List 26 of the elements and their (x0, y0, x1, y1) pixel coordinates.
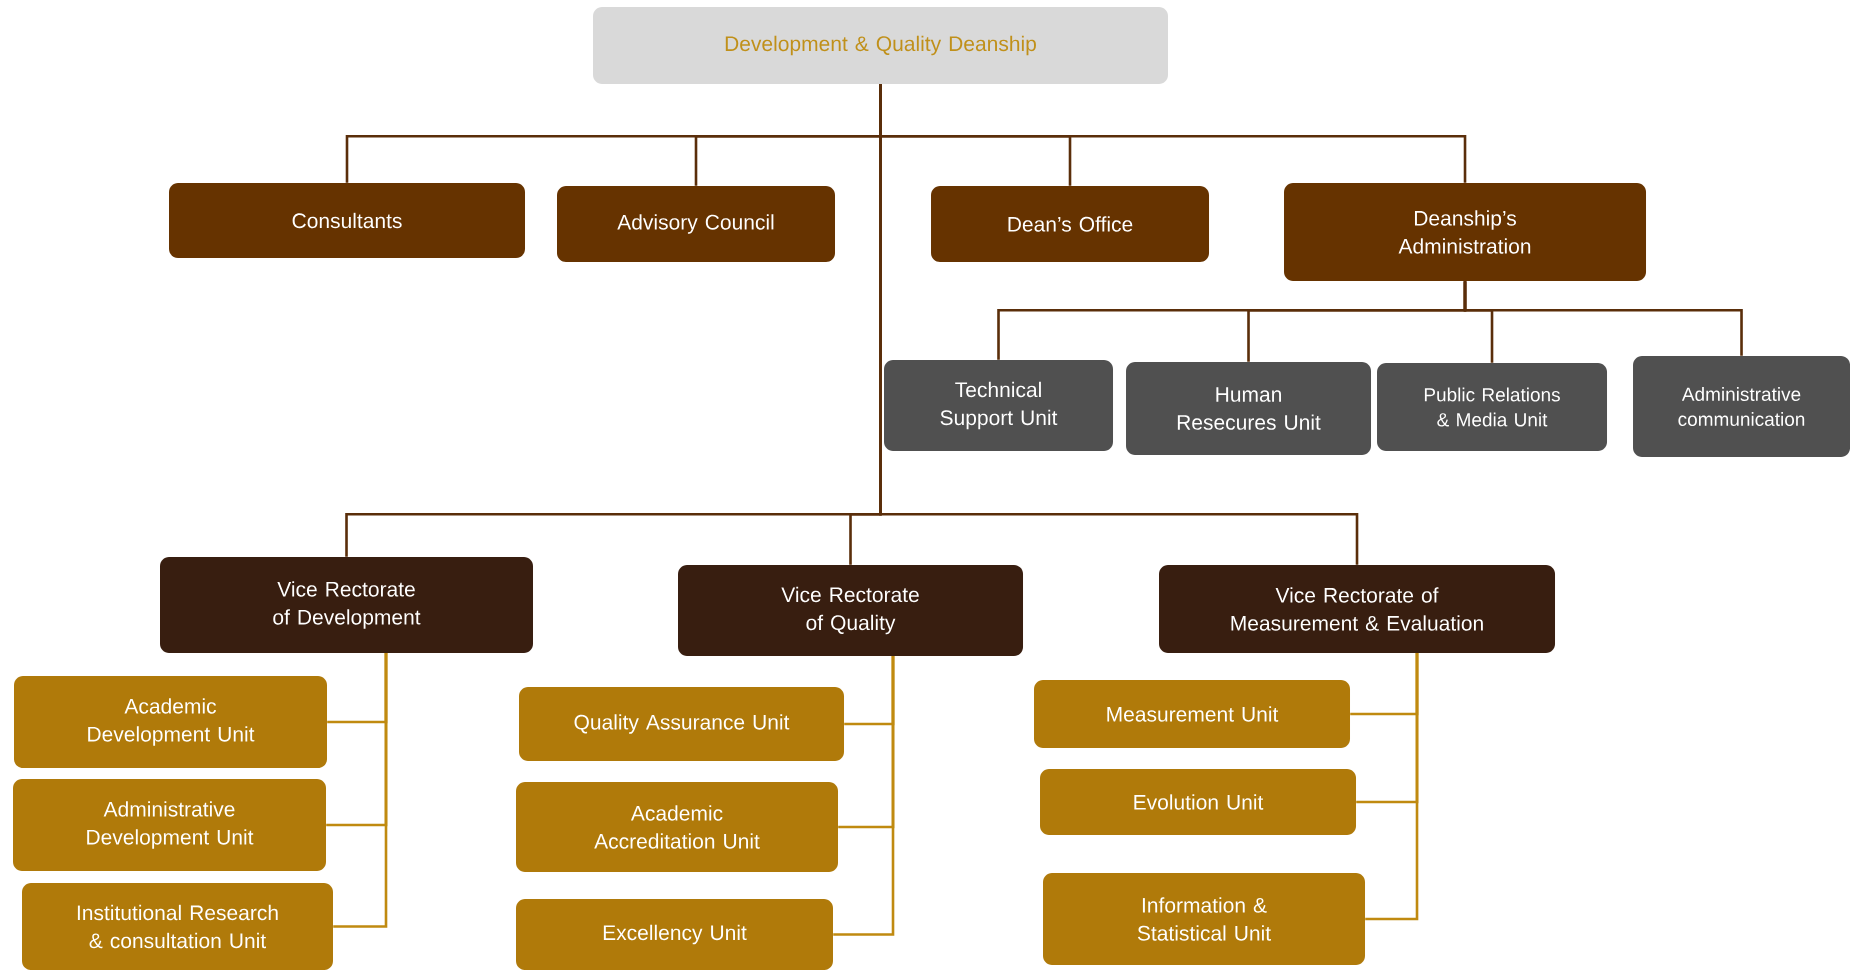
title-box: Development & Quality Deanship (593, 7, 1168, 84)
unit-box: Vice Rectorate of Quality (678, 565, 1023, 656)
connector-line (1365, 653, 1419, 921)
unit-box: Public Relations & Media Unit (1377, 363, 1607, 451)
unit-box: Administrative Development Unit (13, 779, 326, 871)
unit-box: Human Resecures Unit (1126, 362, 1371, 455)
connector-line (833, 656, 895, 936)
unit-box: Quality Assurance Unit (519, 687, 844, 761)
connector-line (333, 653, 388, 928)
unit-box: Deanship’s Administration (1284, 183, 1646, 281)
connector-line (879, 84, 1359, 565)
unit-box: Administrative communication (1633, 356, 1850, 457)
unit-box: Measurement Unit (1034, 680, 1350, 748)
unit-box: Consultants (169, 183, 525, 258)
unit-box: Vice Rectorate of Development (160, 557, 533, 653)
unit-box: Dean’s Office (931, 186, 1209, 262)
connector-line (1463, 281, 1743, 356)
unit-box: Institutional Research & consultation Unit (22, 883, 333, 970)
unit-box: Academic Development Unit (14, 676, 327, 768)
unit-box: Academic Accreditation Unit (516, 782, 838, 872)
unit-box: Vice Rectorate of Measurement & Evaluation (1159, 565, 1555, 653)
unit-box: Excellency Unit (516, 899, 833, 970)
unit-box: Information & Statistical Unit (1043, 873, 1365, 965)
unit-box: Advisory Council (557, 186, 835, 262)
unit-box: Technical Support Unit (884, 360, 1113, 451)
unit-box: Evolution Unit (1040, 769, 1356, 835)
